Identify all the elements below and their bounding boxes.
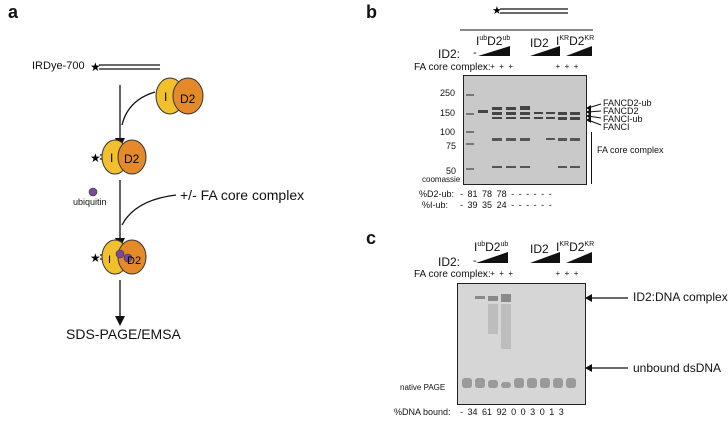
fa-core-lanes: - + + + + + + xyxy=(483,62,579,71)
group-label-id2: ID2 xyxy=(530,36,549,50)
svg-text:I: I xyxy=(164,90,167,104)
mw-marker: 75 xyxy=(446,141,457,151)
panel-b-header: ★ xyxy=(460,5,593,56)
probe-label: IRDye-700 xyxy=(32,60,85,72)
band-label-fanci: FANCI xyxy=(603,122,630,132)
id2-minus: - xyxy=(473,47,477,59)
fa-core-step-label: +/- FA core complex xyxy=(180,187,305,203)
coomassie-label: coomassie xyxy=(422,175,461,184)
complex-label: ID2:DNA complex xyxy=(633,290,728,304)
id2-row-label: ID2: xyxy=(438,255,461,269)
svg-text:D2: D2 xyxy=(127,255,141,267)
probe-star-icon: ★ xyxy=(90,60,101,74)
iub-values: - 39 35 24 - - - - - - xyxy=(460,200,552,210)
dna-bound-row-label: %DNA bound: xyxy=(394,407,451,417)
mw-marker: 250 xyxy=(440,88,456,98)
panel-letter-c: c xyxy=(366,228,377,248)
band-label-fancd2-ub: FANCD2-ub xyxy=(603,98,652,108)
band-label-fanci-ub: FANCI-ub xyxy=(603,114,643,124)
mw-marker: 150 xyxy=(440,108,456,118)
panel-a-schematic: ★ I D2 ★ I D2 ★ I D2 xyxy=(88,60,204,326)
panel-c-ramps xyxy=(476,252,592,263)
mw-marker: 100 xyxy=(440,127,456,137)
band-label-fancd2: FANCD2 xyxy=(603,106,639,116)
id2-free-complex: I D2 xyxy=(155,77,204,115)
panel-letter-b: b xyxy=(366,2,377,22)
panel-c-arrows xyxy=(585,294,628,372)
svg-text:★: ★ xyxy=(90,151,101,165)
sds-page-gel xyxy=(463,75,587,185)
group-label-ikr-d2kr: IKRD2KR xyxy=(556,34,595,48)
fa-core-row-label: FA core complex: xyxy=(414,269,491,280)
native-page-label: native PAGE xyxy=(400,383,446,392)
svg-text:I: I xyxy=(108,254,111,266)
native-page-gel xyxy=(457,283,586,405)
svg-text:I: I xyxy=(110,151,113,165)
group-label-iub-d2ub: IubD2ub xyxy=(474,240,509,254)
fa-core-bracket-label: FA core complex xyxy=(597,145,664,155)
d2ub-row-label: %D2-ub: xyxy=(419,189,455,199)
group-label-ikr-d2kr: IKRD2KR xyxy=(556,240,595,254)
id2-row-label: ID2: xyxy=(438,47,461,61)
id2-minus: - xyxy=(473,255,477,267)
iub-row-label: %I-ub: xyxy=(422,200,449,210)
panel-letter-a: a xyxy=(8,2,19,22)
probe-star-icon: ★ xyxy=(492,5,502,17)
fa-core-row-label: FA core complex: xyxy=(414,62,491,73)
svg-text:D2: D2 xyxy=(180,92,196,106)
fa-core-lanes: - + + + + + + xyxy=(483,269,579,278)
mw-marker: 50 xyxy=(446,166,457,176)
d2ub-values: - 81 78 78 - - - - - - xyxy=(460,189,552,199)
fa-core-bracket xyxy=(591,132,592,184)
band-arrows xyxy=(586,103,602,126)
ubiquitin-label: ubiquitin xyxy=(73,197,107,207)
unbound-label: unbound dsDNA xyxy=(633,361,722,375)
svg-text:D2: D2 xyxy=(124,152,140,166)
dna-bound-values: - 34 61 92 0 0 3 0 1 3 xyxy=(460,407,564,417)
group-label-iub-d2ub: IubD2ub xyxy=(476,34,511,48)
svg-text:★: ★ xyxy=(90,251,101,265)
readout-label: SDS-PAGE/EMSA xyxy=(66,326,181,342)
group-label-id2: ID2 xyxy=(530,242,549,256)
